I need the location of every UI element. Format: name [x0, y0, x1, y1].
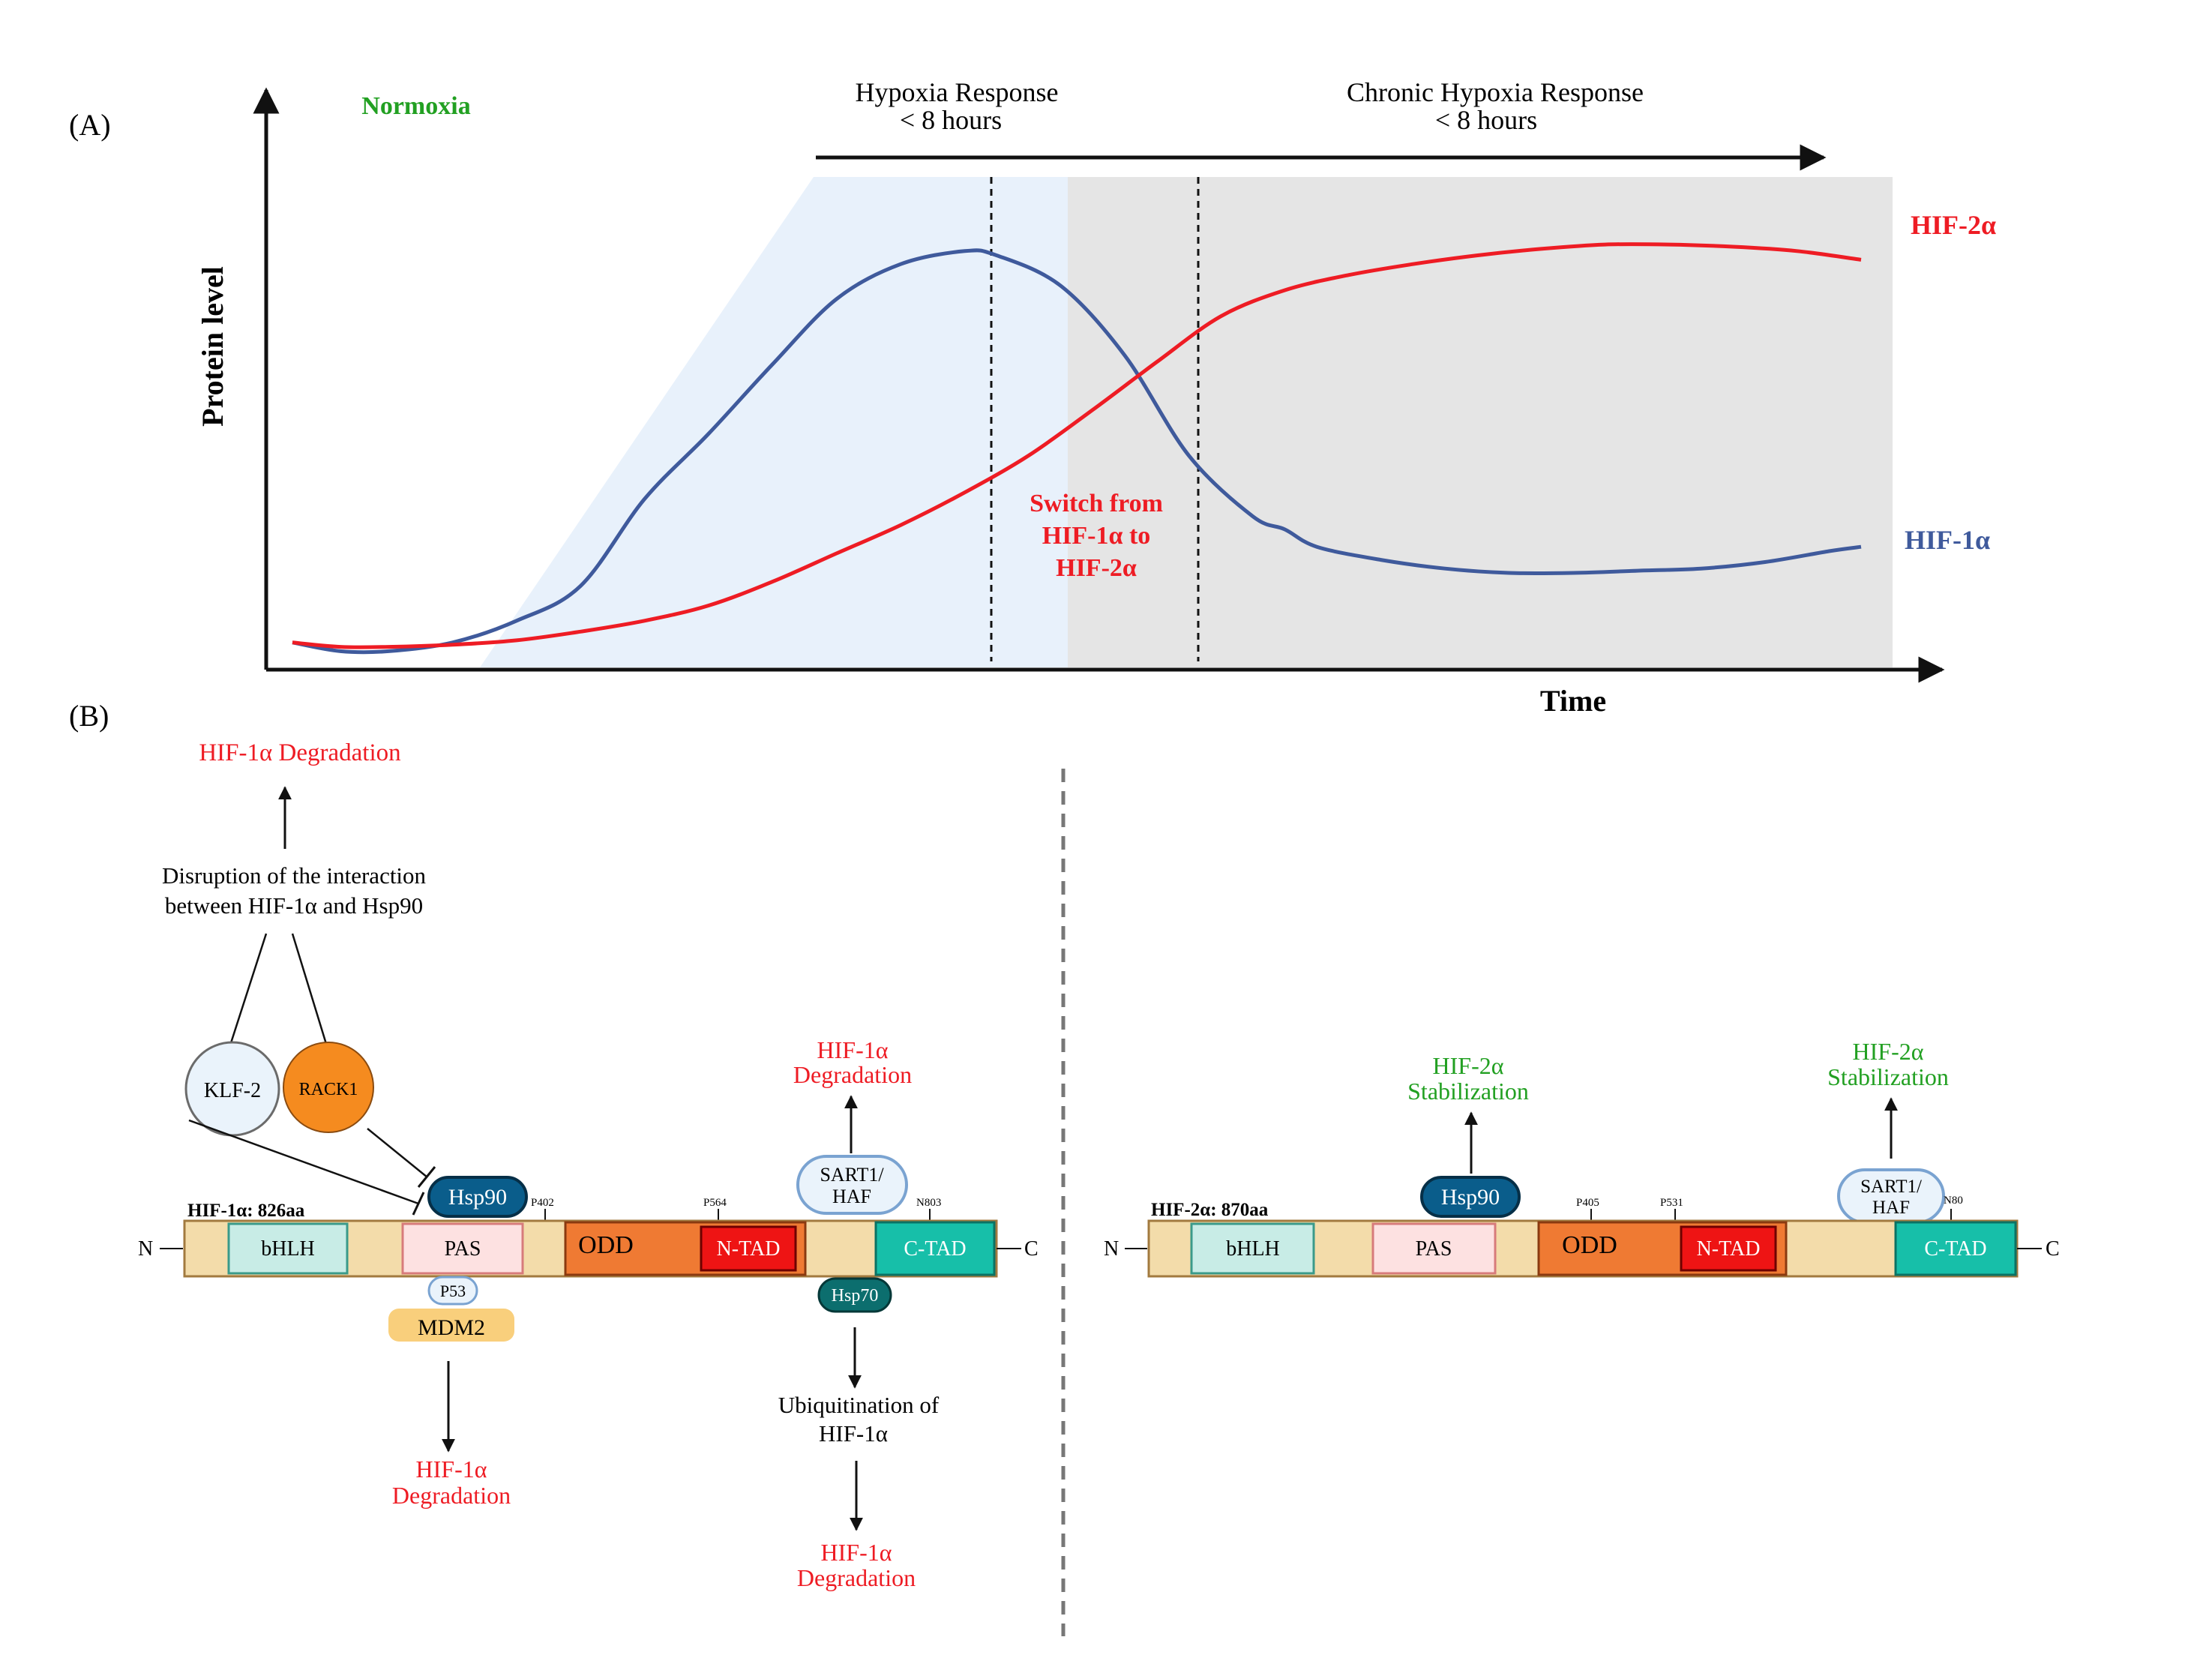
hsp90-pill — [427, 1176, 528, 1218]
n803-label: N803 — [916, 1197, 941, 1209]
hsp90-stabilization-line2: Stabilization — [1407, 1078, 1529, 1105]
rack1-inhibition-line — [367, 1128, 428, 1178]
pas-label: PAS — [445, 1237, 481, 1261]
mdm2-label: MDM2 — [418, 1315, 485, 1340]
chronic-hypoxia-zone — [1068, 177, 1893, 667]
hsp90-pill — [1420, 1176, 1521, 1218]
bhlh-label: bHLH — [1226, 1237, 1280, 1261]
klf2-label: KLF-2 — [204, 1079, 261, 1102]
x-axis-label: Time — [1540, 684, 1606, 718]
panel-a-label: (A) — [69, 108, 111, 142]
normoxia-label: Normoxia — [361, 92, 470, 120]
ubiquitination-degradation-line2: Degradation — [797, 1564, 916, 1591]
klf2-inhibition-bar — [412, 1192, 425, 1216]
sart1-label-line1: SART1/ — [1860, 1177, 1922, 1197]
sart1-degradation-line2: Degradation — [793, 1061, 912, 1088]
panel-a: (A) Normoxia Hypoxia Response < 8 hours … — [69, 77, 1996, 718]
mdm2-degradation-line1: HIF-1α — [416, 1456, 487, 1483]
mdm2-pill — [388, 1309, 514, 1342]
n-terminus-label: N — [138, 1237, 153, 1261]
hif2-side: HIF-2α Stabilization Hsp90 HIF-2α Stabil… — [1104, 1038, 2060, 1278]
sart1-stabilization-line1: HIF-2α — [1853, 1038, 1924, 1065]
ctad-label: C-TAD — [904, 1237, 966, 1261]
ctad-domain — [874, 1221, 996, 1276]
bhlh-domain — [227, 1222, 349, 1275]
n80-label: N80 — [1944, 1195, 1963, 1207]
bhlh-label: bHLH — [261, 1237, 315, 1261]
pas-label: PAS — [1416, 1237, 1452, 1261]
ubiquitination-degradation-line1: HIF-1α — [821, 1539, 892, 1566]
sart1-stabilization-line2: Stabilization — [1827, 1063, 1949, 1090]
c-terminus-label: C — [1024, 1237, 1039, 1261]
hif1-side: HIF-1α Degradation Disruption of the int… — [138, 739, 1039, 1591]
ubiquitination-line1: Ubiquitination of — [778, 1392, 940, 1418]
sart1-haf-pill — [796, 1155, 908, 1215]
n-terminus-label: N — [1104, 1237, 1119, 1261]
disruption-line2: between HIF-1α and Hsp90 — [165, 892, 423, 919]
c-terminus-label: C — [2046, 1237, 2060, 1261]
switch-label-line3: HIF-2α — [1056, 554, 1137, 582]
sart1-label-line1: SART1/ — [820, 1164, 884, 1186]
rack1-circle — [283, 1042, 374, 1133]
panel-b: (B) HIF-1α Degradation Disruption of the… — [69, 699, 2060, 1636]
ctad-label: C-TAD — [1924, 1237, 1986, 1261]
hsp90-label: Hsp90 — [448, 1185, 507, 1210]
hif1-alpha-curve — [292, 248, 1862, 655]
disruption-line1: Disruption of the interaction — [162, 862, 427, 889]
hif2-alpha-series-label: HIF-2α — [1911, 210, 1996, 240]
hsp70-pill — [817, 1277, 892, 1313]
p53-label: P53 — [440, 1282, 466, 1300]
hif2-alpha-curve — [292, 242, 1862, 649]
sart1-label-line2: HAF — [832, 1186, 871, 1207]
ntad-domain — [700, 1225, 797, 1272]
rack1-link-line — [291, 933, 328, 1045]
chronic-hypoxia-duration: < 8 hours — [1435, 105, 1537, 135]
hypoxia-response-title: Hypoxia Response — [856, 77, 1059, 107]
p405-label: P405 — [1576, 1197, 1599, 1209]
hif1-alpha-series-label: HIF-1α — [1905, 525, 1990, 555]
p531-label: P531 — [1660, 1197, 1683, 1209]
ntad-domain — [1680, 1225, 1777, 1272]
protein-length-label: HIF-1α: 826aa — [187, 1201, 305, 1221]
p402-label: P402 — [531, 1197, 554, 1209]
odd-label: ODD — [1562, 1231, 1617, 1259]
ntad-label: N-TAD — [1697, 1237, 1761, 1261]
hsp90-label: Hsp90 — [1441, 1185, 1500, 1210]
protein-length-label: HIF-2α: 870aa — [1151, 1200, 1269, 1220]
klf2-inhibition-line — [188, 1119, 419, 1205]
ubiquitination-line2: HIF-1α — [819, 1420, 888, 1447]
hsp70-label: Hsp70 — [832, 1286, 879, 1306]
bhlh-domain — [1190, 1222, 1315, 1275]
ctad-domain — [1894, 1221, 2017, 1276]
rack1-label: RACK1 — [299, 1080, 358, 1099]
p53-pill — [427, 1276, 478, 1306]
pas-domain — [401, 1222, 524, 1275]
sart1-label-line2: HAF — [1872, 1198, 1910, 1218]
mdm2-degradation-line2: Degradation — [392, 1482, 511, 1509]
chronic-hypoxia-title: Chronic Hypoxia Response — [1347, 77, 1644, 107]
hypoxia-zone — [480, 177, 1068, 667]
ntad-label: N-TAD — [717, 1237, 781, 1261]
sart1-degradation-line1: HIF-1α — [817, 1036, 889, 1063]
odd-label: ODD — [578, 1231, 634, 1259]
switch-label-line2: HIF-1α to — [1042, 522, 1151, 550]
hypoxia-response-duration: < 8 hours — [900, 105, 1002, 135]
y-axis-label: Protein level — [196, 266, 229, 427]
hsp90-stabilization-line1: HIF-2α — [1433, 1052, 1504, 1079]
panel-b-label: (B) — [69, 699, 109, 733]
rack1-inhibition-bar — [417, 1166, 436, 1188]
p564-label: P564 — [703, 1197, 727, 1209]
klf2-link-line — [227, 933, 268, 1051]
top-degradation-label: HIF-1α Degradation — [199, 739, 400, 766]
switch-label-line1: Switch from — [1030, 490, 1163, 517]
pas-domain — [1371, 1222, 1497, 1275]
